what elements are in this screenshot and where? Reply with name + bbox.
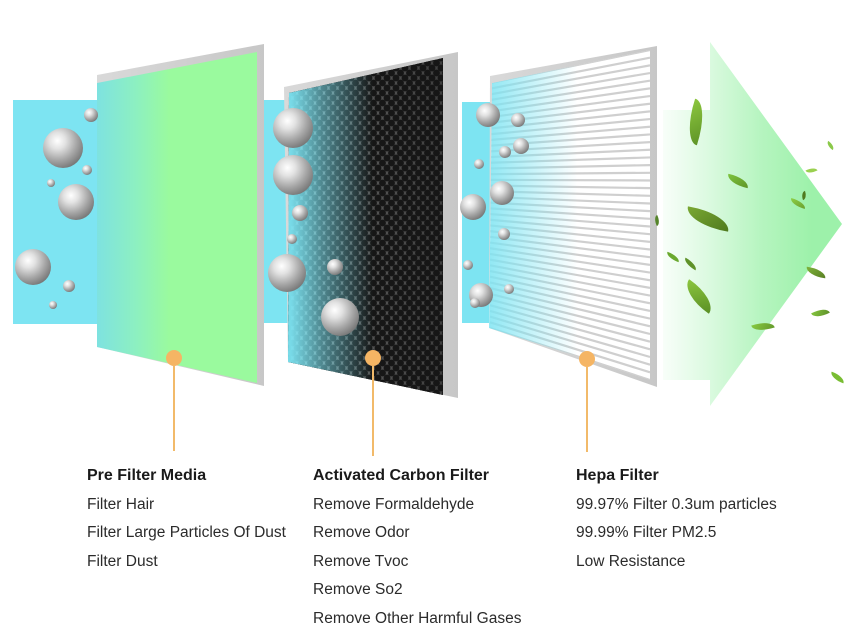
- pre-filter-media-panel: [97, 52, 257, 383]
- particle-bubble: [504, 284, 514, 294]
- feature-item: Remove Odor: [313, 524, 410, 542]
- hepa-filter-text-block: Hepa Filter 99.97% Filter 0.3um particle…: [576, 465, 826, 576]
- feature-item: 99.97% Filter 0.3um particles: [576, 496, 777, 513]
- pre-filter-callout-line: [173, 366, 175, 451]
- carbon-filter-feature-list: Remove Formaldehyde Remove Odor Remove T…: [313, 491, 563, 633]
- hepa-filter-panel: [489, 50, 650, 380]
- leaf: [805, 165, 818, 176]
- particle-bubble: [273, 155, 313, 195]
- particle-bubble: [268, 254, 306, 292]
- particle-bubble: [463, 260, 473, 270]
- carbon-filter-callout-line: [372, 366, 374, 456]
- particle-bubble: [498, 228, 510, 240]
- particle-bubble: [476, 103, 500, 127]
- particle-bubble: [63, 280, 75, 292]
- pre-filter-callout-dot: [166, 350, 182, 366]
- particle-bubble: [273, 108, 313, 148]
- particle-bubble: [292, 205, 308, 221]
- particle-bubble: [327, 259, 343, 275]
- hepa-filter-callout-dot: [579, 351, 595, 367]
- leaf: [829, 371, 846, 384]
- particle-bubble: [474, 159, 484, 169]
- feature-item: Low Resistance: [576, 552, 686, 570]
- hepa-filter-callout-line: [586, 367, 588, 452]
- feature-item: Remove So2: [313, 581, 403, 599]
- particle-bubble: [287, 234, 297, 244]
- particle-bubble: [499, 146, 511, 158]
- feature-item: Filter Dust: [87, 552, 158, 570]
- particle-bubble: [511, 113, 525, 127]
- particle-bubble: [47, 179, 55, 187]
- particle-bubble: [43, 128, 83, 168]
- particle-bubble: [15, 249, 51, 285]
- particle-bubble: [84, 108, 98, 122]
- carbon-filter-callout-dot: [365, 350, 381, 366]
- feature-item: Remove Other Harmful Gases: [313, 609, 522, 627]
- particle-bubble: [490, 181, 514, 205]
- particle-bubble: [82, 165, 92, 175]
- pre-filter-text-block: Pre Filter Media Filter Hair Filter Larg…: [87, 465, 337, 576]
- leaf: [811, 305, 830, 321]
- carbon-filter-title: Activated Carbon Filter: [313, 467, 490, 484]
- hepa-filter-title: Hepa Filter: [576, 467, 659, 484]
- feature-item: 99.99% Filter PM2.5: [576, 524, 717, 542]
- feature-item: Filter Hair: [87, 496, 155, 513]
- feature-item: Filter Large Particles Of Dust: [87, 524, 286, 542]
- clean-air-arrow: [663, 42, 842, 406]
- pre-filter-title: Pre Filter Media: [87, 467, 207, 484]
- leaf: [825, 140, 836, 151]
- particle-bubble: [58, 184, 94, 220]
- activated-carbon-filter-panel: [288, 58, 443, 395]
- particle-bubble: [470, 298, 480, 308]
- feature-item: Remove Tvoc: [313, 552, 409, 570]
- feature-item: Remove Formaldehyde: [313, 496, 475, 513]
- carbon-filter-text-block: Activated Carbon Filter Remove Formaldeh…: [313, 465, 563, 633]
- particle-bubble: [460, 194, 486, 220]
- particle-bubble: [49, 301, 57, 309]
- pre-filter-feature-list: Filter Hair Filter Large Particles Of Du…: [87, 491, 337, 576]
- leaf: [805, 266, 827, 279]
- particle-bubble: [321, 298, 359, 336]
- hepa-filter-feature-list: 99.97% Filter 0.3um particles 99.99% Fil…: [576, 491, 826, 576]
- particle-bubble: [513, 138, 529, 154]
